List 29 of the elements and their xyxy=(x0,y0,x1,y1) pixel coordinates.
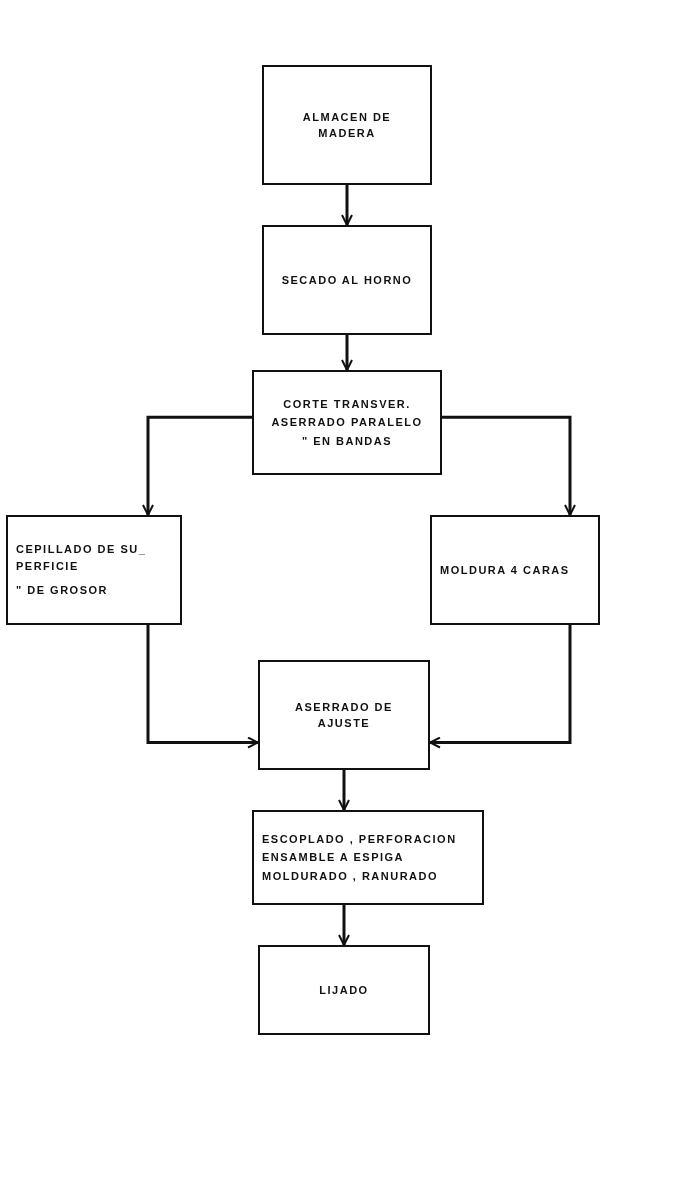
arrow xyxy=(341,185,353,226)
arrow xyxy=(338,770,350,811)
step-label: MOLDURADO , RANURADO xyxy=(262,868,439,884)
step-label: CEPILLADO DE SU_ PERFICIE xyxy=(16,542,148,574)
step-label: ASERRADO DE AJUSTE xyxy=(294,699,394,731)
step-label: ASERRADO PARALELO xyxy=(271,415,423,431)
process-box xyxy=(262,65,432,185)
arrow xyxy=(142,415,252,516)
step-label: CORTE TRANSVER. xyxy=(283,396,411,412)
process-box xyxy=(430,515,600,625)
step-label: MOLDURA 4 CARAS xyxy=(440,562,570,578)
step-label: ENSAMBLE A ESPIGA xyxy=(262,850,405,866)
arrow xyxy=(341,335,353,371)
process-box xyxy=(258,660,430,770)
step-label: LIJADO xyxy=(319,982,369,998)
arrow xyxy=(429,625,572,749)
arrow xyxy=(338,905,350,946)
process-box xyxy=(252,370,442,475)
arrow xyxy=(442,415,576,516)
process-box xyxy=(258,945,430,1035)
process-box xyxy=(262,225,432,335)
step-label: ESCOPLADO , PERFORACION xyxy=(262,831,457,847)
process-box xyxy=(6,515,182,625)
step-label: " EN BANDAS xyxy=(301,433,393,449)
step-label: " DE GROSOR xyxy=(16,583,108,599)
arrow xyxy=(146,625,259,749)
process-box xyxy=(252,810,484,905)
step-label: SECADO AL HORNO xyxy=(281,272,413,288)
step-label: ALMACEN DE MADERA xyxy=(301,109,393,141)
